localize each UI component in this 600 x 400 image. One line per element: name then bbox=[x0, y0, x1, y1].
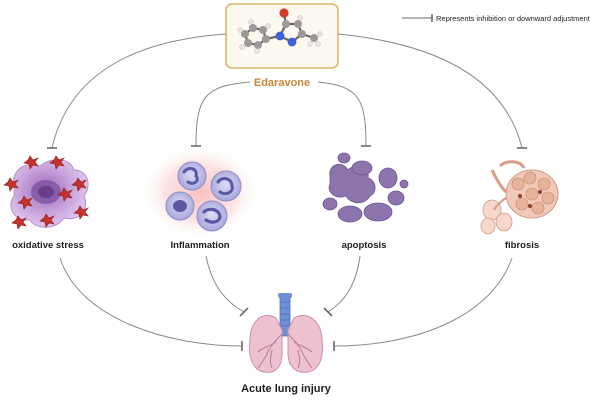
legend-text: Represents inhibition or downward adjust… bbox=[436, 14, 591, 23]
fibrotic-alveoli-icon bbox=[480, 160, 559, 235]
target-label-fibrosis: fibrosis bbox=[505, 240, 539, 251]
target-label-apoptosis: apoptosis bbox=[342, 240, 387, 251]
edaravone-molecule-icon bbox=[237, 8, 323, 54]
drug-name: Edaravone bbox=[254, 77, 310, 89]
target-label-oxidative-stress: oxidative stress bbox=[12, 240, 84, 251]
edge-apoptosis-outcome bbox=[327, 255, 361, 313]
drug-to-targets-edges bbox=[47, 33, 527, 149]
outcome-label: Acute lung injury bbox=[241, 383, 332, 395]
inflammation-node: Inflammation bbox=[140, 144, 260, 251]
lungs-icon bbox=[249, 293, 323, 373]
targets-to-outcome-edges bbox=[59, 255, 513, 351]
fibrosis-node: fibrosis bbox=[480, 160, 559, 251]
edge-fibrosis-outcome bbox=[333, 257, 513, 347]
edge-drug-fibrosis bbox=[337, 33, 523, 149]
edge-drug-inflammation bbox=[195, 81, 251, 147]
oxidative-cell-icon bbox=[3, 155, 89, 230]
target-label-inflammation: Inflammation bbox=[170, 240, 229, 251]
edge-inflammation-outcome bbox=[205, 255, 245, 313]
oxidative-stress-node: oxidative stress bbox=[3, 155, 89, 251]
edge-drug-apoptosis bbox=[317, 81, 367, 147]
ros-star-icon bbox=[3, 155, 89, 230]
legend: Represents inhibition or downward adjust… bbox=[402, 14, 591, 23]
edge-drug-oxidative bbox=[51, 33, 227, 149]
immune-cells-icon bbox=[165, 161, 242, 232]
edaravone-box: Edaravone bbox=[225, 3, 339, 89]
edge-oxidative-outcome bbox=[59, 257, 243, 347]
apoptotic-cell-icon bbox=[322, 152, 409, 223]
apoptosis-node: apoptosis bbox=[322, 152, 409, 251]
